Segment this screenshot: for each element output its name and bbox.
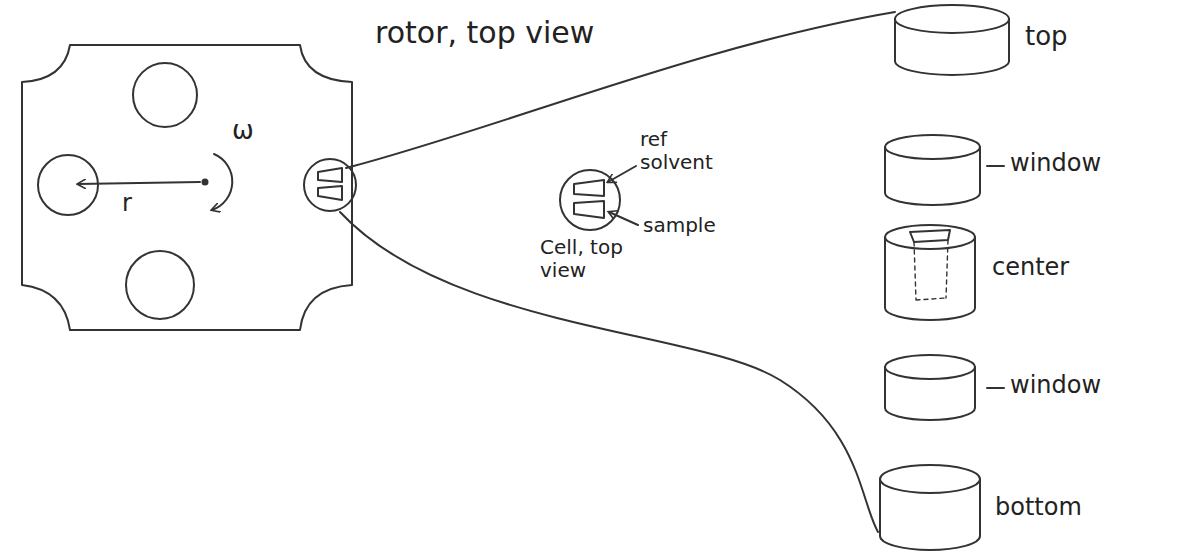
view-title: rotor, top view bbox=[375, 16, 594, 51]
part-label: center bbox=[992, 254, 1069, 282]
pointer-arrow bbox=[608, 166, 636, 182]
rotor-hole bbox=[126, 251, 194, 319]
window-part bbox=[885, 135, 980, 205]
rotation-arrow bbox=[212, 154, 232, 210]
cell-sector bbox=[318, 168, 342, 182]
radius-symbol: r bbox=[122, 190, 132, 218]
bottom-cap bbox=[880, 465, 980, 550]
centerpiece-part bbox=[885, 225, 975, 320]
part-label: window bbox=[1010, 372, 1101, 400]
cell-top-view bbox=[560, 170, 620, 230]
pointer-label: sample bbox=[643, 214, 716, 237]
radius-arrow bbox=[78, 182, 200, 184]
rotor-hole bbox=[133, 63, 197, 127]
cell-sector bbox=[574, 180, 604, 196]
rotor-hole bbox=[38, 155, 98, 215]
angular-velocity-symbol: ω bbox=[232, 116, 254, 146]
cell-sector bbox=[318, 186, 342, 200]
pointer-arrow bbox=[609, 212, 638, 225]
view-caption: Cell, top view bbox=[540, 236, 650, 282]
leader-line bbox=[346, 12, 895, 168]
cell-sector bbox=[574, 201, 604, 218]
rotor-center bbox=[203, 180, 208, 185]
rotor-outline bbox=[22, 45, 352, 330]
part-label: top bbox=[1025, 22, 1068, 52]
leader-line bbox=[340, 212, 878, 532]
pointer-label: ref solvent bbox=[640, 128, 735, 174]
window-part bbox=[885, 355, 975, 420]
label-dash bbox=[987, 165, 1004, 167]
part-label: bottom bbox=[995, 494, 1082, 522]
label-dash bbox=[987, 387, 1004, 389]
top-cap bbox=[895, 5, 1009, 75]
part-label: window bbox=[1010, 150, 1101, 178]
